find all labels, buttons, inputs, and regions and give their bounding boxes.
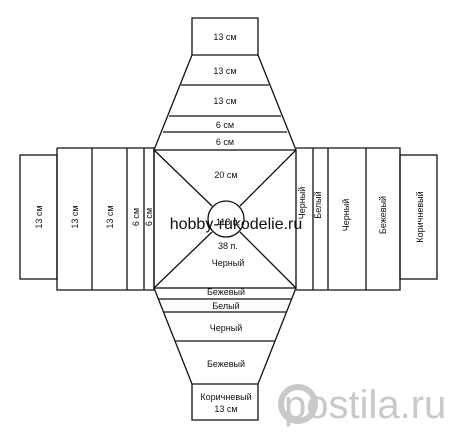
top-section-label: 13 см: [213, 66, 236, 76]
left-section-label: 13 см: [70, 205, 80, 228]
bottom-section-label: Бежевый: [207, 359, 245, 369]
right-section-label: Черный: [297, 187, 307, 219]
circle-stitches-label: 118 п.: [216, 217, 240, 227]
bottom-section-label: 13 см: [214, 404, 237, 414]
top-section-label: 13 см: [213, 96, 236, 106]
watermark-text: hobby-rukodelie.ru: [170, 216, 303, 233]
right-panel: Черный Белый Черный Бежевый Коричневый: [296, 147, 438, 291]
left-panel: 13 см 13 см 13 см 6 см 6 см: [19, 147, 155, 291]
bottom-section-label: Коричневый: [200, 392, 251, 402]
left-section-label: 13 см: [34, 205, 44, 228]
bottom-panel: Бежевый Белый Черный Бежевый Коричневый …: [153, 287, 297, 421]
left-section-label: 13 см: [105, 205, 115, 228]
center-bottom-label: Черный: [212, 258, 244, 268]
top-section-label: 13 см: [213, 32, 236, 42]
logo-text: postila.ru: [284, 383, 446, 427]
right-section-label: Коричневый: [415, 191, 425, 242]
logo-mark-icon: [278, 384, 318, 424]
bottom-section-label: Черный: [210, 323, 242, 333]
right-section-label: Черный: [341, 199, 351, 231]
stitches-label: 38 п.: [218, 241, 238, 251]
top-panel: 13 см 13 см 13 см 6 см 6 см: [153, 17, 297, 151]
postila-logo: postila.ru: [278, 383, 446, 427]
right-section-label: Бежевый: [378, 196, 388, 234]
center-top-label: 20 см: [214, 170, 237, 180]
top-section-label: 6 см: [216, 120, 234, 130]
left-section-label: 6 см: [144, 208, 154, 226]
top-section-label: 6 см: [216, 137, 234, 147]
bottom-section-label: Бежевый: [207, 287, 245, 297]
left-section-label: 6 см: [131, 208, 141, 226]
bottom-section-label: Белый: [212, 301, 239, 311]
right-section-label: Белый: [313, 191, 323, 218]
